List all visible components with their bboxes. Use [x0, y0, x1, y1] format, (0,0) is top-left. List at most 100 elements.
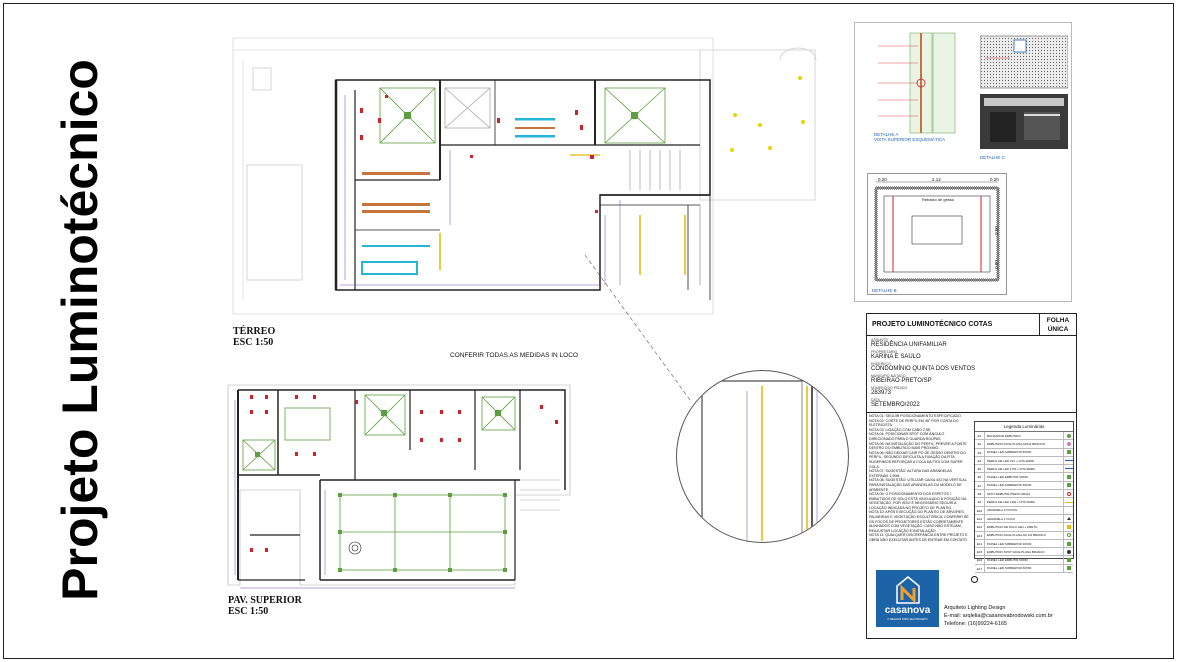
legend-description: PAINEL LED SOBREPOR 30X30	[987, 541, 1032, 546]
legend-description: PERFIL DE LED 17W + FITA 3000K	[987, 466, 1036, 471]
terreo-scale: ESC 1:50	[233, 337, 274, 348]
legend-code: E1	[975, 432, 985, 440]
legend-description: SPOT EMBUTIR PRETO AR111	[987, 491, 1030, 496]
municipio-field: MUNICIPIO /ESTADO RIBEIRÃO PRETO/SP	[871, 374, 932, 384]
legend-symbol-icon	[1063, 548, 1073, 556]
detail-zoom-circle	[676, 370, 849, 543]
detail-c-caption: DETALHE C	[980, 155, 1005, 160]
detail-b-frame	[867, 173, 1007, 295]
detail-b-dim-4: 2.00	[993, 226, 999, 235]
superior-ceiling-panels	[242, 394, 516, 571]
terreo-label: TÉRREO ESC 1:50	[233, 326, 275, 348]
terreo-ceiling-panels	[379, 87, 666, 144]
pedido-label: NÚMERO DO PEDIDO	[871, 386, 908, 390]
legend-symbol-icon	[1063, 481, 1073, 490]
superior-label: PAV. SUPERIOR ESC 1:50	[228, 595, 302, 617]
legend-description: PAINEL LED SOBREPOR 60X60	[987, 566, 1032, 571]
sheet-frame	[3, 3, 1174, 659]
legend-code: E16	[975, 556, 985, 564]
note-item: NOTA 07: SUGESTÃO: ALTURA DAS ARANDELAS …	[869, 469, 952, 478]
municipio-label: MUNICIPIO /ESTADO	[871, 374, 906, 378]
details-panel	[854, 22, 1072, 302]
title-block-header: PROJETO LUMINOTÉCNICO COTAS FOLHA ÚNICA	[867, 314, 1076, 336]
legend-code: E9	[975, 498, 985, 506]
legend-symbol-icon	[1063, 448, 1073, 456]
legend-description: PERFIL DE LED 24V + FITA 3000K	[987, 458, 1035, 463]
note-item: NOTA 02: CORTE DE PERFIL EM 45° POR CONT…	[869, 418, 959, 428]
tb-divider	[867, 412, 1076, 413]
detail-b-dim-1: 0.20	[878, 177, 887, 182]
legend-symbol-icon	[1063, 564, 1073, 573]
floor-plans	[227, 37, 817, 589]
legend-symbol-icon	[1063, 490, 1073, 498]
contact-phone: Telefone: (16)99224-6165	[944, 621, 1007, 627]
legend-description: PAINEL LED SOBREPOR 30X30	[987, 483, 1032, 488]
legend-code: E4	[975, 456, 985, 465]
assunto-value: RESIDÊNCIA UNIFAMILIAR	[871, 342, 947, 348]
legend-code: E11	[975, 514, 985, 523]
detail-a-subtitle: VISTA SUPERIOR ESQUEMÁTICA	[874, 137, 946, 142]
legend-title: Legenda Luminárias	[975, 422, 1073, 432]
legend-description: PERFIL DE LED 12W + FITA 3000K	[987, 500, 1036, 505]
assunto-field: ASSUNTO RESIDÊNCIA UNIFAMILIAR	[871, 338, 947, 348]
note-item: NOTA 01: SEGUIR POSICIONAMENTO ESPECIFIC…	[869, 414, 961, 418]
logo-house-icon	[896, 576, 920, 604]
superior-plan	[227, 384, 571, 586]
terreo-red-fixtures	[360, 95, 598, 213]
legend-code: E6	[975, 473, 985, 481]
pedido-field: NÚMERO DO PEDIDO 283973	[871, 386, 907, 396]
legend-code: E14	[975, 539, 985, 548]
legend-code: E7	[975, 481, 985, 490]
legend-code: E15	[975, 548, 985, 556]
legend-description: ARANDELA 1 FOCO	[987, 516, 1016, 521]
detail-b-drawing	[874, 181, 1000, 282]
terreo-plan	[232, 37, 817, 315]
legend-description: EMBUTIDO FACE PLANA AR 111 BRANCO	[987, 533, 1046, 538]
legend-code: E12	[975, 523, 985, 531]
legend-symbol-icon	[1063, 523, 1073, 531]
terreo-led-strips	[361, 118, 686, 275]
contact-info: Arquiteto Lighting Design E-mail: arqlel…	[944, 604, 1053, 628]
municipio-value: RIBEIRÃO PRETO/SP	[871, 378, 932, 384]
legend-code: E8	[975, 490, 985, 498]
endereco-value: CONDOMÍNIO QUINTA DOS VENTOS	[871, 366, 976, 372]
endereco-label: ENDEREÇO	[871, 362, 891, 366]
detail-b-caption: DETALHE B	[872, 288, 897, 293]
legend-code: E2	[975, 440, 985, 448]
notes-list: NOTA 01: SEGUIR POSICIONAMENTO ESPECIFIC…	[869, 414, 969, 543]
data-value: SETEMBRO/2022	[871, 402, 920, 408]
proprietario-value: KARINA E SAULO	[871, 354, 921, 360]
sheet-number: FOLHA ÚNICA	[1039, 314, 1076, 336]
proprietario-label: PROPRIETARIO	[871, 350, 898, 354]
detail-a-caption: DETALHE A VISTA SUPERIOR ESQUEMÁTICA	[874, 132, 945, 142]
legend-symbol-icon	[1063, 539, 1073, 548]
note-item: NOTA 09: O POSICIONAMENTO DOS ESPETOS / …	[869, 492, 967, 510]
endereco-field: ENDEREÇO CONDOMÍNIO QUINTA DOS VENTOS	[871, 362, 975, 372]
legend-symbol-icon	[1063, 531, 1073, 539]
legend-symbol-icon	[1063, 440, 1073, 448]
contact-email: E-mail: arqlelia@casanovabrodowski.com.b…	[944, 613, 1053, 619]
note-item: NOTA 08: SUGESTÃO: UTILIZAR CAIXA 4X2 NA…	[869, 478, 967, 492]
data-field: DATA SETEMBRO/2022	[871, 398, 920, 408]
note-item: NOTA 06: NÃO DEIXAR CAIR PÓ DE GESSO DEN…	[869, 450, 966, 469]
detail-a-drawing	[878, 32, 956, 134]
contact-role: Arquiteto Lighting Design	[944, 605, 1006, 611]
legend-symbol-icon	[1063, 556, 1073, 564]
legend-code: E3	[975, 448, 985, 456]
legend-symbol-icon	[1063, 456, 1073, 465]
title-block: PROJETO LUMINOTÉCNICO COTAS FOLHA ÚNICA …	[866, 313, 1077, 639]
legend-description: PAINEL LED EMBUTIR 60X60	[987, 558, 1028, 563]
logo-mark-icon	[971, 576, 978, 583]
